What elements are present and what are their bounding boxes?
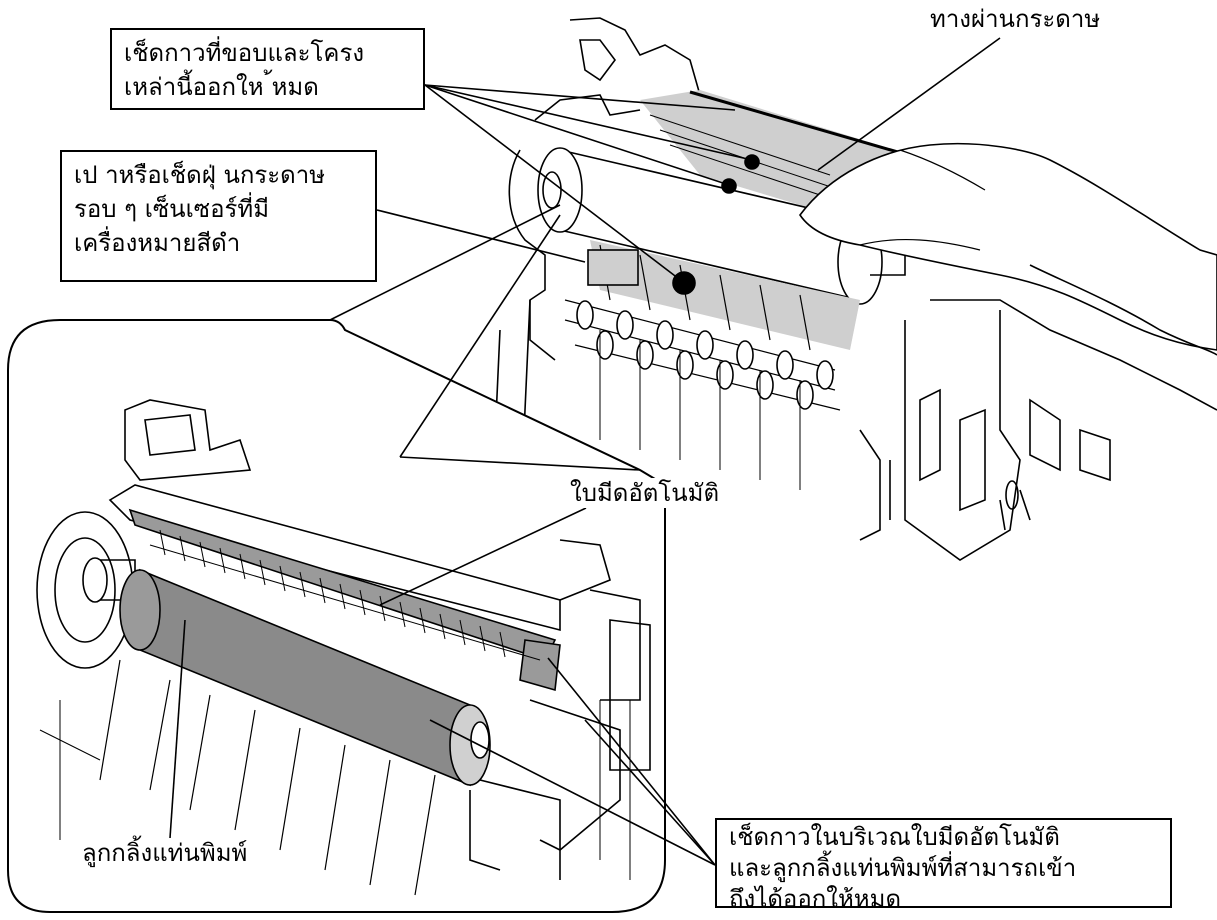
sensor-mark-icon [744, 154, 760, 170]
cutter-glue-line-3: ถึงได้ออกให้หมด [729, 885, 902, 913]
dust-sensor-line-1: เป าหรือเช็ดฝุ่ นกระดาษ [74, 161, 326, 189]
auto-cutter-label: ใบมีดอัตโนมัติ [566, 478, 724, 508]
glue-edges-callout: เช็ดกาวที่ขอบและโครง เหล่านี้ออกให ้หมด [110, 28, 425, 110]
lower-printer-illustration [36, 399, 651, 896]
platen-roller [119, 568, 491, 787]
cutter-glue-callout: เช็ดกาวในบริเวณใบมีดอัตโนมัติ และลูกกลิ้… [715, 818, 1172, 913]
cutter-glue-line-2: และลูกกลิ้งแท่นพิมพ์ที่สามารถเข้า [729, 854, 1077, 882]
cutter-glue-line-1: เช็ดกาวในบริเวณใบมีดอัตโนมัติ [729, 823, 1060, 851]
glue-edges-line-2: เหล่านี้ออกให ้หมด [124, 73, 319, 101]
glue-edges-line-1: เช็ดกาวที่ขอบและโครง [124, 39, 365, 67]
paper-path-label: ทางผ่านกระดาษ [926, 4, 1105, 34]
leader-lines [169, 37, 1001, 866]
feed-rollers [564, 299, 841, 411]
dust-sensor-line-3: เครื่องหมายสีดำ [74, 229, 241, 257]
dust-sensor-line-2: รอบ ๆ เซ็นเซอร์ที่มี [74, 195, 270, 223]
platen-roller-label: ลูกกลิ้งแท่นพิมพ์ [78, 838, 252, 868]
hand-icon [799, 142, 1217, 356]
dust-sensor-callout: เป าหรือเช็ดฝุ่ นกระดาษ รอบ ๆ เซ็นเซอร์ท… [60, 150, 377, 282]
